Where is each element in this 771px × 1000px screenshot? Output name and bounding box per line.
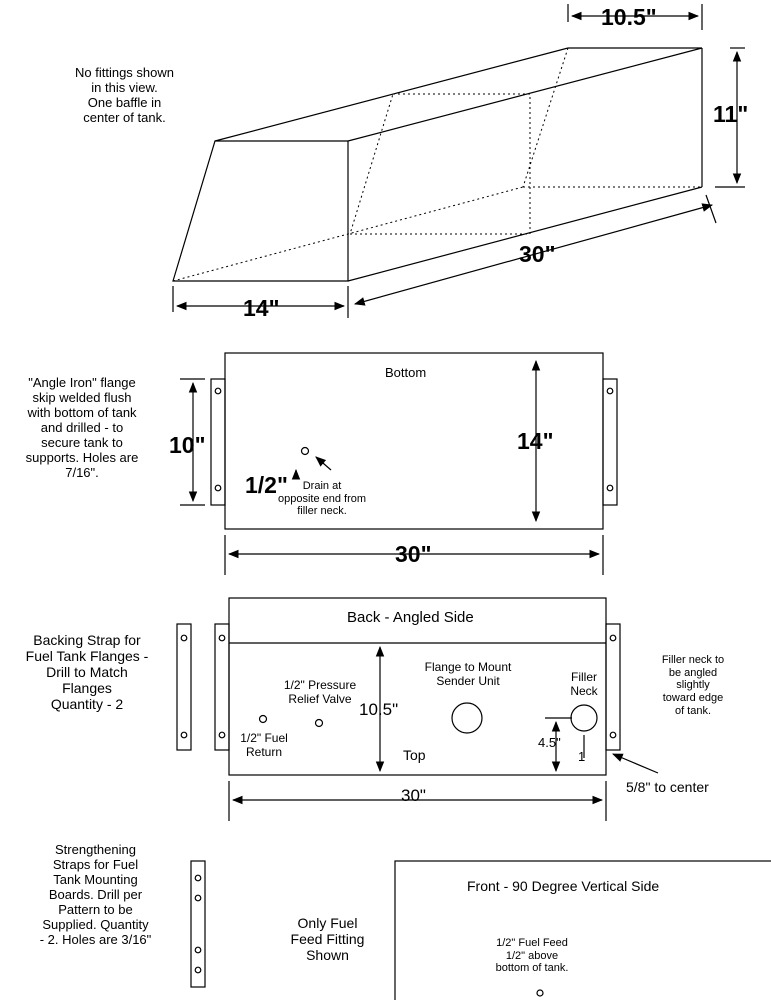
- pressure-valve-hole: [314, 718, 324, 728]
- iso-dim-height: 11": [713, 101, 749, 127]
- filler-label: Filler Neck: [570, 670, 598, 698]
- only-fuel-note: Only Fuel Feed Fitting Shown: [290, 915, 365, 964]
- iso-tank-outline: [172, 47, 703, 282]
- to-center-label: 5/8" to center: [626, 779, 709, 795]
- iso-note: No fittings shown in this view. One baff…: [75, 65, 174, 125]
- dim-filler-y: 4.5": [538, 735, 561, 750]
- fuel-return-hole: [258, 714, 268, 724]
- fuel-feed-label: 1/2" Fuel Feed 1/2" above bottom of tank…: [495, 937, 569, 975]
- back-title: Back - Angled Side: [347, 609, 474, 626]
- strengthening-strap: [190, 860, 206, 988]
- iso-dim-length: 30": [519, 241, 556, 267]
- sender-label: Flange to Mount Sender Unit: [424, 660, 512, 688]
- bottom-dimensions: [180, 359, 604, 575]
- back-flanges: [214, 623, 621, 751]
- top-label: Top: [403, 747, 426, 763]
- backing-note: Backing Strap for Fuel Tank Flanges - Dr…: [25, 632, 149, 713]
- pressure-valve-label: 1/2" Pressure Relief Valve: [283, 678, 357, 706]
- bottom-dim-width: 14": [517, 428, 554, 454]
- flange-note: "Angle Iron" flange skip welded flush wi…: [25, 375, 139, 480]
- iso-dimensions: [172, 4, 745, 318]
- bottom-dim-flange: 10": [169, 432, 206, 458]
- back-dimensions: [228, 645, 659, 821]
- back-dim-height: 10.5": [359, 700, 399, 719]
- bottom-flanges: [210, 378, 618, 506]
- sender-flange: [451, 702, 483, 734]
- dim-filler-x: 1: [578, 749, 586, 764]
- strengthening-note: Strengthening Straps for Fuel Tank Mount…: [39, 842, 152, 947]
- front-panel: [394, 860, 771, 1000]
- bottom-dim-length: 30": [395, 541, 432, 567]
- drain-size: 1/2": [245, 472, 288, 498]
- drain-hole: [300, 446, 310, 456]
- fuel-feed-hole: [536, 989, 544, 997]
- bottom-title: Bottom: [385, 365, 427, 380]
- fuel-return-label: 1/2" Fuel Return: [240, 731, 288, 759]
- backing-strap: [176, 623, 192, 751]
- front-title: Front - 90 Degree Vertical Side: [467, 878, 660, 894]
- back-dim-length: 30": [401, 786, 426, 805]
- filler-angle-note: Filler neck to be angled slightly toward…: [661, 654, 725, 717]
- iso-dim-width: 10.5": [601, 4, 657, 30]
- drain-note: Drain at opposite end from filler neck.: [277, 480, 367, 518]
- iso-dim-depth: 14": [243, 295, 280, 321]
